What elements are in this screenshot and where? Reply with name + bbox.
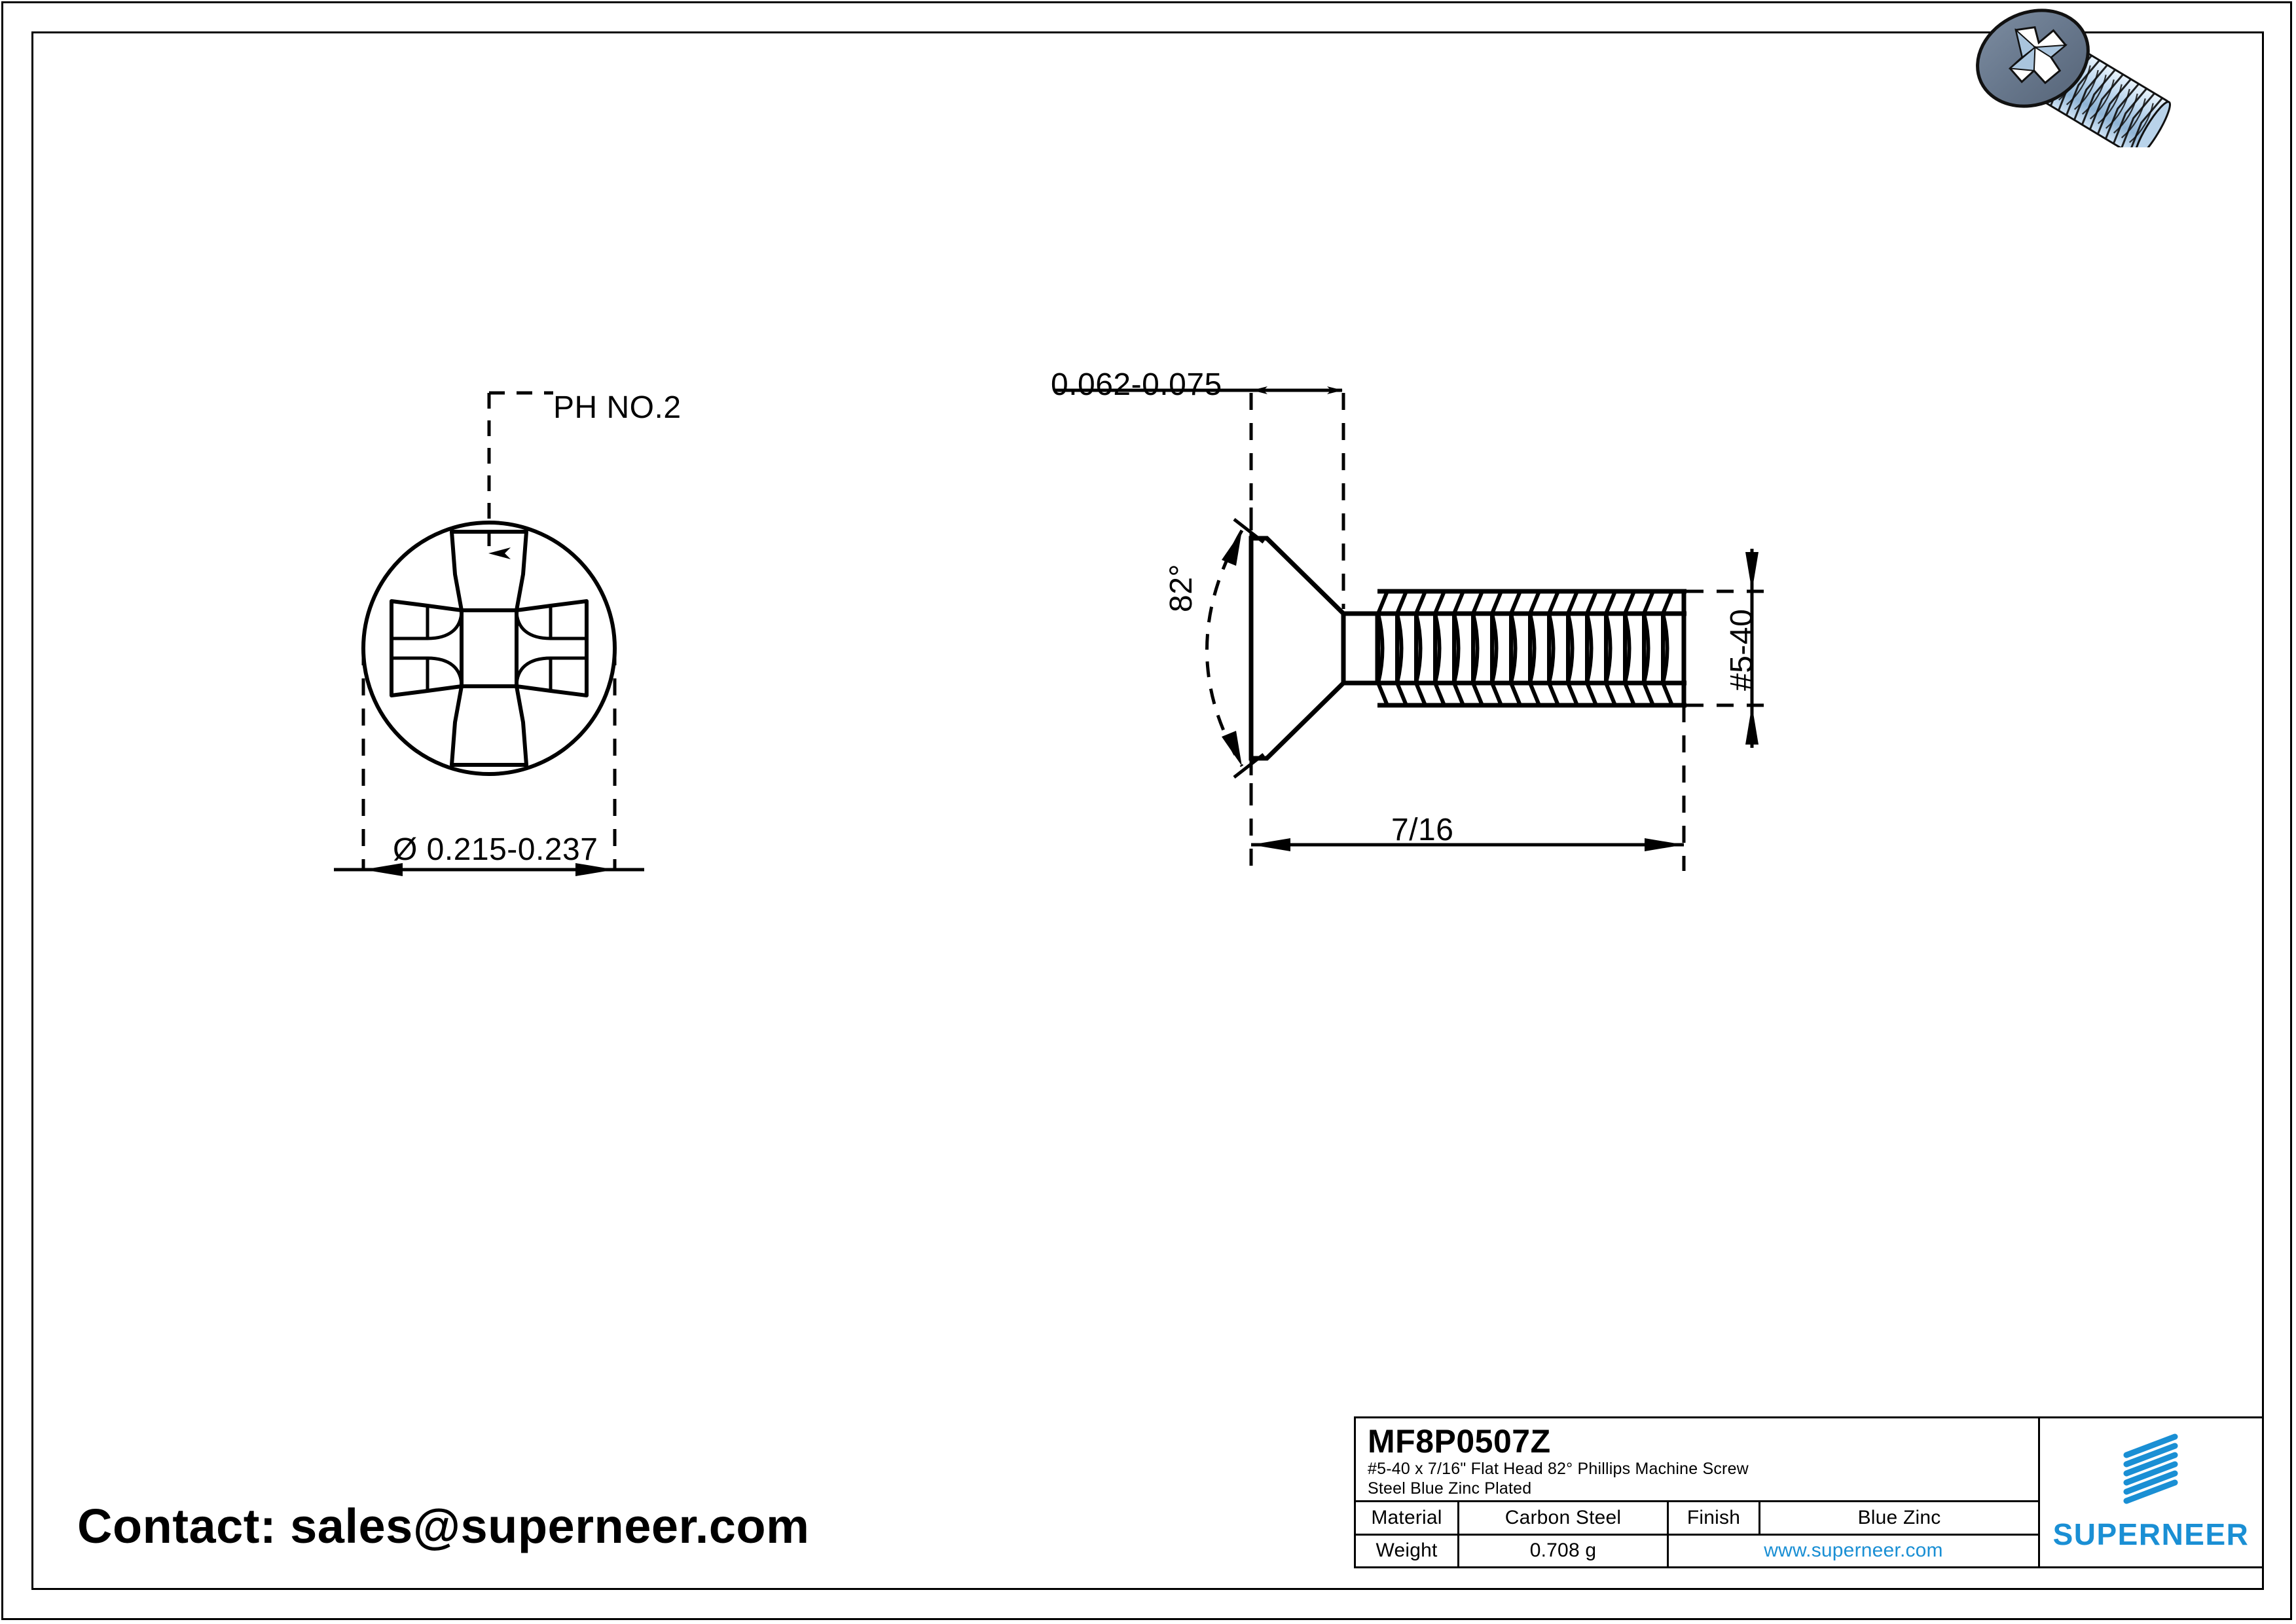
material-value: Carbon Steel bbox=[1459, 1502, 1669, 1534]
finish-label: Finish bbox=[1669, 1502, 1760, 1534]
website-link[interactable]: www.superneer.com bbox=[1764, 1540, 1943, 1562]
part-description-line-2: Steel Blue Zinc Plated bbox=[1368, 1479, 1532, 1498]
head-height-dimension-label: 0.062-0.075 bbox=[1051, 367, 1222, 402]
length-dimension-label: 7/16 bbox=[1391, 813, 1454, 847]
thread-size-dimension-label: #5-40 bbox=[1724, 608, 1759, 691]
superneer-logo-icon bbox=[2123, 1433, 2178, 1504]
part-description-line-1: #5-40 x 7/16" Flat Head 82° Phillips Mac… bbox=[1368, 1460, 1749, 1478]
head-diameter-dimension-label: Ø 0.215-0.237 bbox=[393, 832, 598, 867]
brand-panel: SUPERNEER bbox=[2040, 1418, 2262, 1566]
phillips-callout-label: PH NO.2 bbox=[553, 390, 682, 425]
title-block-info: MF8P0507Z #5-40 x 7/16" Flat Head 82° Ph… bbox=[1356, 1418, 2038, 1502]
weight-label: Weight bbox=[1356, 1535, 1459, 1566]
head-angle-dimension-label: 82° bbox=[1164, 563, 1199, 612]
weight-value: 0.708 g bbox=[1459, 1535, 1669, 1566]
contact-email-text: Contact: sales@superneer.com bbox=[77, 1499, 810, 1553]
title-block-left: MF8P0507Z #5-40 x 7/16" Flat Head 82° Ph… bbox=[1356, 1418, 2040, 1566]
part-number: MF8P0507Z bbox=[1368, 1423, 1551, 1460]
sheet-inner-border bbox=[31, 31, 2264, 1590]
finish-value: Blue Zinc bbox=[1857, 1506, 1941, 1528]
weight-website-row: Weight 0.708 g www.superneer.com bbox=[1356, 1535, 2038, 1566]
screw-3d-render bbox=[1976, 9, 2172, 147]
brand-name: SUPERNEER bbox=[2052, 1517, 2250, 1551]
material-finish-row: Material Carbon Steel Finish Blue Zinc bbox=[1356, 1502, 2038, 1536]
material-label: Material bbox=[1356, 1502, 1459, 1534]
title-block: MF8P0507Z #5-40 x 7/16" Flat Head 82° Ph… bbox=[1354, 1416, 2264, 1568]
